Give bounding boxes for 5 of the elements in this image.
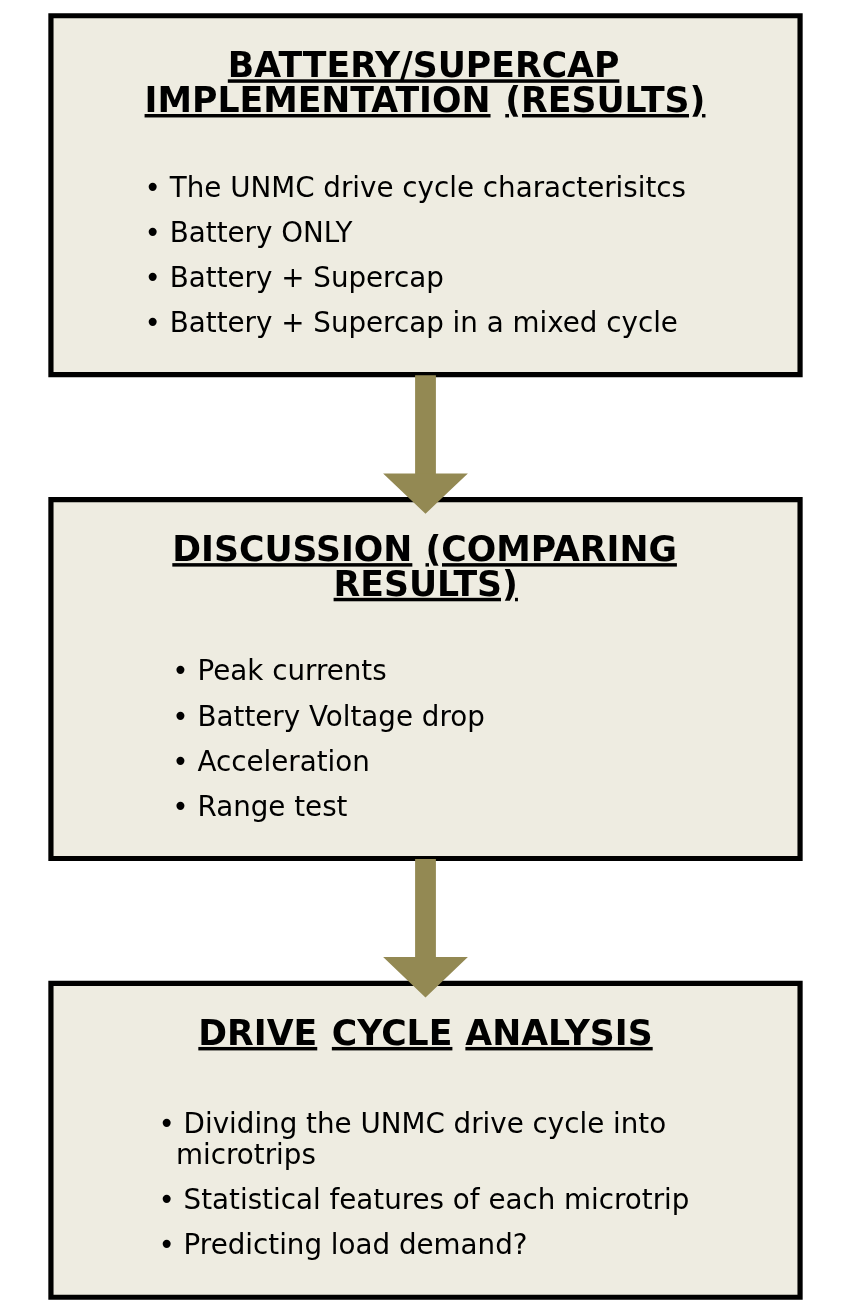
node-box: DISCUSSION (COMPARING RESULTS) • Peak currents • Battery Voltage drop • Acceleration • Range test [47, 496, 803, 862]
arrow [382, 859, 468, 998]
node-box: DRIVE CYCLE ANALYSIS • Dividing the UNMC drive cycle into microtrips • Statistical features of each microtrip • Predicting load demand? [47, 980, 803, 1300]
node-box: BATTERY/SUPERCAP IMPLEMENTATION (RESULTS) • The UNMC drive cycle characterisitcs • Battery ONLY • Battery + Supercap • Battery + Supercap in a mixed cycle [47, 13, 803, 378]
arrow [382, 375, 468, 514]
